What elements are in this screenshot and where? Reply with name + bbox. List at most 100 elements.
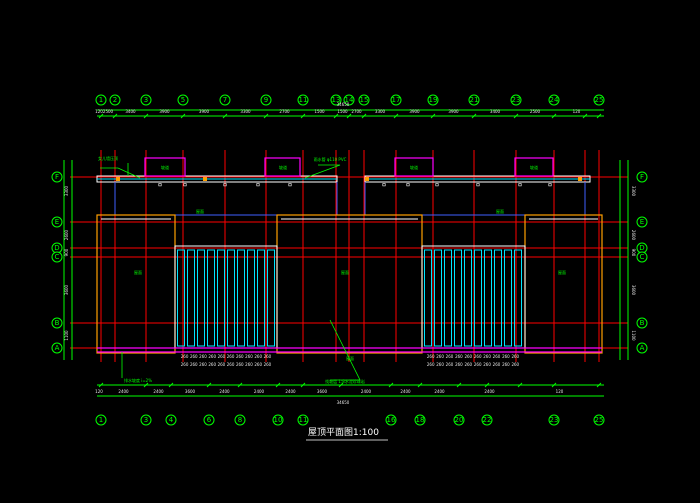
note-south-mid: 找坡层 1:8水泥珍珠岩 [325, 378, 365, 384]
bottom-axis-bubble-label: 10 [274, 416, 283, 424]
dimension-tick [417, 382, 423, 388]
stair-dim-text: 260 [464, 354, 472, 359]
dimension-tick [551, 382, 557, 388]
right-dim-text: 3300 [631, 186, 636, 197]
top-axis-bubble-label: 9 [264, 96, 268, 104]
bottom-dim-text: 2400 [153, 389, 164, 394]
bottom-axis-bubble [165, 414, 177, 426]
drain-mark [382, 183, 386, 187]
skylight-mark: 坡道 [279, 164, 287, 170]
dimension-tick [596, 113, 602, 119]
left-axis-bubble-label: C [55, 253, 60, 261]
bottom-axis-bubble [297, 414, 309, 426]
top-dim-text: 120 [95, 109, 103, 114]
skylight-mark: 坡道 [530, 164, 538, 170]
bottom-axis-bubble-label: 4 [169, 416, 174, 424]
left-axis-bubble [51, 317, 63, 329]
top-dim-text: 1500 [314, 109, 325, 114]
dimension-tick [582, 113, 588, 119]
left-axis-bubble-label: F [55, 173, 59, 181]
dimension-tick [143, 113, 149, 119]
stair-strip [494, 249, 502, 347]
bottom-axis-bubble [593, 414, 605, 426]
dimension-tick [596, 382, 602, 388]
stair-dim-text: 260 [493, 354, 501, 359]
right-axis-bubble-label: A [640, 344, 645, 352]
notes: 女儿墙压顶 雨水管 φ110 PVC 排水坡度 i=2% 找坡层 1:8水泥珍珠… [98, 102, 365, 405]
dimension-lines [63, 109, 629, 397]
dimension-tick [517, 382, 523, 388]
top-axis-bubble [510, 94, 522, 106]
stair-dim-text: 260 [181, 354, 189, 359]
stair-dim-text: 260 [218, 354, 226, 359]
bottom-axis-bubble-label: 6 [207, 416, 212, 424]
top-axis-bubble [343, 94, 355, 106]
top-axis-bubble-label: 2 [113, 96, 117, 104]
bottom-axis-bubble [272, 414, 284, 426]
right-dim-text: 2600 [631, 230, 636, 241]
bottom-axis-bubble-label: 3 [144, 416, 148, 424]
left-axis-bubble-label: B [55, 319, 60, 327]
top-axis-bubble-label: 1 [99, 96, 103, 104]
right-dim-text: 1100 [631, 330, 636, 341]
stair-strip [177, 249, 185, 347]
bottom-dim-text: 2400 [285, 389, 296, 394]
bottom-dim-text: 2400 [484, 389, 495, 394]
top-dim-text: 2700 [279, 109, 290, 114]
stair-strip [474, 249, 482, 347]
stair-dim-text: 260 [227, 362, 235, 367]
bottom-dim-text: 120 [95, 389, 103, 394]
bottom-axis-bubble [140, 414, 152, 426]
stair-dim-text: 260 [427, 354, 435, 359]
top-axis-bubble [260, 94, 272, 106]
stair-dim-text: 260 [208, 354, 216, 359]
dimension-tick [112, 113, 118, 119]
left-axis-bubble-label: A [55, 344, 60, 352]
top-dim-text: 120 [573, 109, 581, 114]
stair-strips [116, 177, 582, 347]
dimension-tick [98, 382, 104, 388]
left-dim-text: 2600 [64, 229, 69, 240]
room-label: 屋面 [496, 208, 504, 214]
stair-dim-text: 260 [436, 362, 444, 367]
left-dim-text: 3300 [64, 185, 69, 196]
drain-mark [406, 183, 410, 187]
dimension-tick [263, 113, 269, 119]
top-dim-text: 3900 [448, 109, 459, 114]
stair-dim-text: 260 [502, 354, 510, 359]
roof-drain [578, 177, 582, 181]
stair-strip [267, 249, 275, 347]
bottom-axis-bubble [481, 414, 493, 426]
top-axis-bubble [140, 94, 152, 106]
left-axis-bubble [51, 251, 63, 263]
right-axis-bubble-label: E [640, 218, 644, 226]
stair-dim-text: 260 [455, 362, 463, 367]
top-axis-bubble-label: 11 [299, 96, 308, 104]
dimension-tick [237, 382, 243, 388]
overall-dim-top: 34650 [337, 102, 350, 107]
top-axis-bubble [95, 94, 107, 106]
stair-dim-text: 260 [199, 354, 207, 359]
dimension-tick [168, 382, 174, 388]
top-axis-bubble-label: 17 [392, 96, 401, 104]
top-axis-bubble-label: 13 [332, 96, 341, 104]
stair-dim-text: 260 [511, 362, 519, 367]
right-axis-bubble-label: B [640, 319, 645, 327]
dimension-tick [275, 382, 281, 388]
right-axis-bubble-label: F [640, 173, 644, 181]
stair-strip [237, 249, 245, 347]
bottom-dim-text: 120 [556, 389, 564, 394]
bottom-axis-bubble [548, 414, 560, 426]
top-dim-text: 3400 [125, 109, 136, 114]
top-axis-bubble [468, 94, 480, 106]
bottom-axis-bubble [203, 414, 215, 426]
left-dim-text: 1100 [64, 330, 69, 341]
bottom-axis-bubble [385, 414, 397, 426]
bottom-axis-bubble-label: 1 [99, 416, 103, 424]
stair-dim-text: 260 [254, 362, 262, 367]
top-axis-bubble-label: 25 [595, 96, 604, 104]
dimension-tick [180, 113, 186, 119]
note-south-left: 排水坡度 i=2% [124, 377, 152, 383]
